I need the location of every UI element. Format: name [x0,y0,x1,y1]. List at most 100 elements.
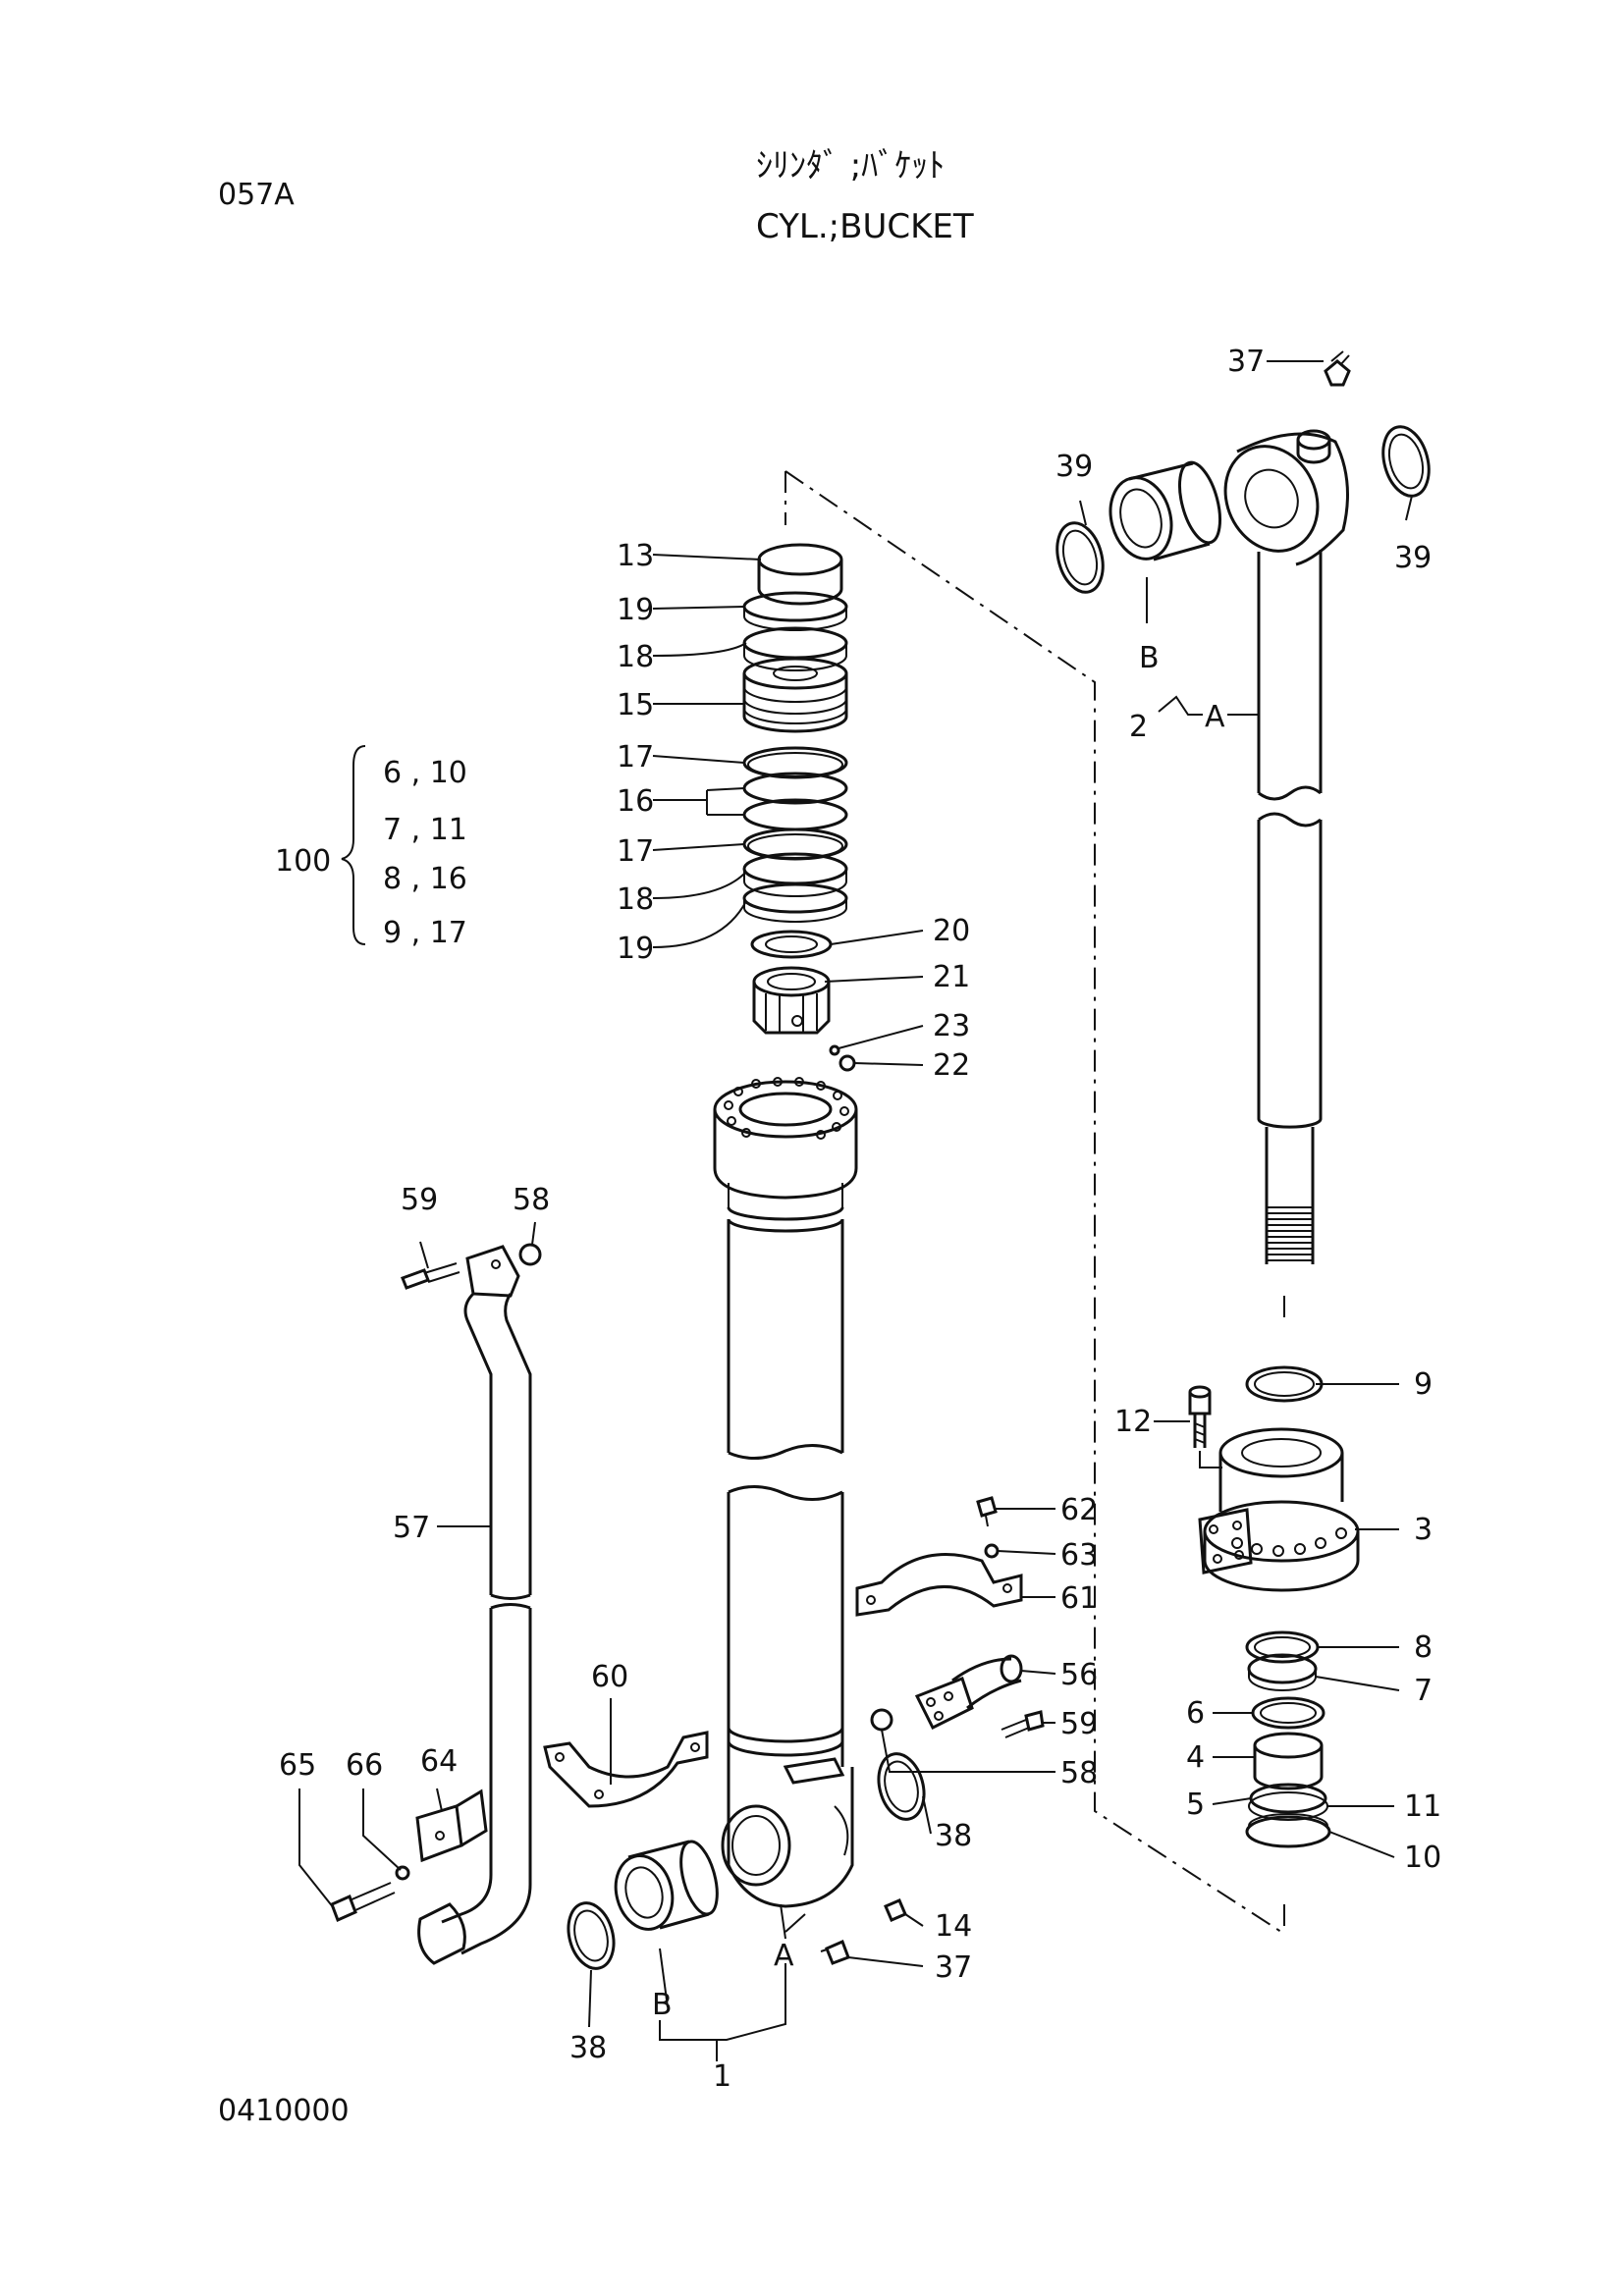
part-57-elbow [465,1245,520,1298]
callout-37: 37 [935,1950,972,1985]
callout-7: 7 [1414,1674,1433,1708]
callout-59: 59 [1060,1707,1098,1741]
document-number: 0410000 [218,2094,350,2128]
head-bolt-holes [1231,1527,1347,1557]
part-4-bushing [1253,1732,1324,1790]
rod-bushing [1109,460,1222,561]
part-62-bolt [976,1496,998,1527]
callout-10: 10 [1404,1841,1441,1875]
callout-14: 14 [935,1909,972,1944]
part-59-bolt [1001,1710,1045,1738]
part-12-bolt [1188,1385,1212,1448]
part-64-bracket [415,1789,488,1863]
callout-63: 63 [1060,1538,1098,1573]
part-9-seal [1245,1365,1324,1403]
callout-38: 38 [569,2031,607,2065]
part-3-cylinder-head [1198,1427,1360,1592]
part-8-seal [1245,1630,1320,1664]
callout-62: 62 [1060,1493,1098,1527]
part-19-ring [742,882,848,923]
callout-5: 5 [1186,1788,1205,1822]
part-57-pipe [417,1292,532,1965]
part-39-seal [1055,521,1105,594]
callout-15: 15 [617,688,654,722]
part-37-grease-fitting [820,1939,850,1965]
callout-8: 8 [1414,1630,1433,1665]
callout-4: 4 [1186,1740,1205,1775]
callout-11: 11 [1404,1789,1441,1824]
part-10-wiper [1245,1813,1331,1848]
kit-row: 6 , 10 [383,756,467,790]
part-16-ring [742,772,848,831]
part-2-piston-rod [1223,429,1349,1264]
callout-58: 58 [1060,1756,1098,1790]
callout-39: 39 [1394,541,1432,575]
part-14-plug [884,1898,907,1922]
callout-13: 13 [617,539,654,573]
part-58-oring [518,1243,542,1266]
callout-3: 3 [1414,1513,1433,1547]
callout-59: 59 [401,1183,438,1217]
callout-17: 17 [617,834,654,869]
part-6-seal [1251,1696,1325,1730]
part-63-washer [984,1543,1000,1559]
rod-thread [1265,1206,1315,1264]
callout-6: 6 [1186,1696,1205,1731]
callout-1: 1 [713,2059,731,2094]
callout-18: 18 [617,640,654,674]
part-20-washer [750,930,833,959]
callout-rod-A: A [1205,700,1225,734]
callout-rod-B: B [1139,641,1160,675]
part-1-cylinder-tube [713,1077,858,1908]
callout-20: 20 [933,914,970,948]
part-22-set-screw [839,1054,856,1072]
part-59-bolt [401,1262,460,1290]
title-japanese: ｼﾘﾝﾀﾞ ;ﾊﾞｹｯﾄ [756,146,945,186]
part-37-grease-fitting [1324,350,1351,387]
kit-row: 7 , 11 [383,813,467,847]
callout-64: 64 [420,1744,458,1779]
callout-58: 58 [513,1183,550,1217]
callout-23: 23 [933,1009,970,1043]
callout-22: 22 [933,1048,970,1083]
callout-tube-B: B [652,1988,673,2022]
callout-19: 19 [617,593,654,627]
kit-number: 100 [275,844,331,879]
title-english: CYL.;BUCKET [756,207,974,246]
tube-bushing [614,1840,719,1931]
part-58-oring [870,1708,893,1732]
leader-lines [298,360,1413,2061]
part-65-bolt [330,1882,396,1923]
part-56-flange [914,1654,1023,1731]
callout-2: 2 [1129,710,1148,744]
callout-39: 39 [1055,450,1093,484]
callout-56: 56 [1060,1658,1098,1692]
part-61-clamp [855,1553,1023,1617]
callout-18: 18 [617,882,654,917]
callout-17: 17 [617,740,654,774]
part-39-seal [1381,425,1431,498]
callout-labels: 13 19 18 15 17 16 17 18 19 20 21 23 22 3… [279,345,1441,2094]
callout-12: 12 [1114,1405,1152,1439]
part-23-ball [829,1044,840,1056]
flange-bolt-holes [724,1077,849,1140]
piston-stack [742,543,856,1072]
seal-kit-brace: 100 6 , 10 7 , 11 8 , 16 9 , 17 [275,745,467,950]
callout-60: 60 [591,1660,628,1694]
page-code: 057A [218,178,295,212]
callout-21: 21 [933,960,970,994]
callout-16: 16 [617,784,654,819]
assembly-line [784,470,1285,1935]
callout-66: 66 [346,1748,383,1783]
callout-tube-A: A [774,1939,794,1973]
callout-9: 9 [1414,1367,1433,1402]
callout-57: 57 [393,1511,430,1545]
part-38-seal [567,1901,616,1970]
callout-19: 19 [617,932,654,966]
part-21-nut [752,966,831,1035]
callout-65: 65 [279,1748,316,1783]
kit-row: 9 , 17 [383,916,467,950]
kit-row: 8 , 16 [383,862,467,896]
callout-37: 37 [1227,345,1265,379]
